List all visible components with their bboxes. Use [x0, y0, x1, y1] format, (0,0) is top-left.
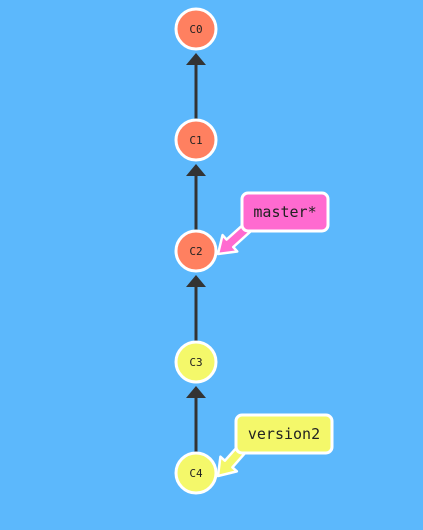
commit-label: C3 [189, 356, 202, 369]
commit-node-c3[interactable]: C3 [174, 340, 218, 384]
commit-circle [174, 7, 218, 51]
commit-label: C0 [189, 23, 202, 36]
commit-circle [174, 229, 218, 273]
edge-c1-c0 [186, 53, 206, 120]
commit-label: C1 [189, 134, 202, 147]
commit-node-c0[interactable]: C0 [174, 7, 218, 51]
commit-label: C4 [189, 467, 203, 480]
branch-name: version2 [248, 425, 320, 443]
commit-circle [174, 340, 218, 384]
edge-c4-c3 [186, 386, 206, 453]
commit-label: C2 [189, 245, 202, 258]
branch-box [240, 191, 330, 233]
branch-label-version2[interactable]: version2 [234, 413, 334, 455]
branch-label-master[interactable]: master* [240, 191, 330, 233]
edge-c3-c2 [186, 275, 206, 342]
commit-circle [174, 118, 218, 162]
branch-box [234, 413, 334, 455]
edge-c2-c1 [186, 164, 206, 231]
commit-circle [174, 451, 218, 495]
commit-node-c4[interactable]: C4 [174, 451, 218, 495]
edges-layer [186, 53, 206, 453]
commit-node-c2[interactable]: C2 [174, 229, 218, 273]
commit-node-c1[interactable]: C1 [174, 118, 218, 162]
branches-layer: master* version2 [234, 191, 334, 455]
branch-name: master* [253, 203, 316, 221]
